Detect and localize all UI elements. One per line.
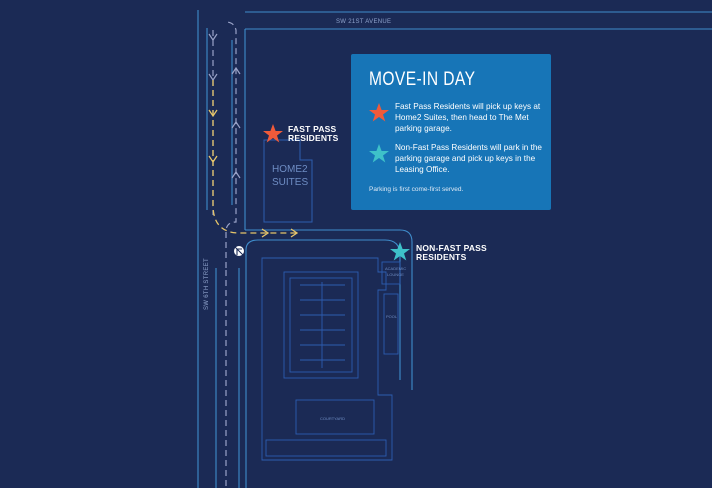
legend-footnote: Parking is first come-first served.: [369, 186, 464, 193]
no-right-turn-icon: [233, 245, 245, 257]
move-in-legend-panel: MOVE-IN DAY Fast Pass Residents will pic…: [351, 54, 551, 210]
pool-label: POOL: [386, 314, 398, 319]
courtyard-label: COURTYARD: [320, 416, 345, 421]
non-fast-pass-label-line2: RESIDENTS: [416, 252, 467, 262]
academic-lounge-label-line1: ACADEMIC: [385, 266, 406, 271]
fast-pass-label-line2: RESIDENTS: [288, 133, 339, 143]
legend-fast-pass-text: Fast Pass Residents will pick up keys at…: [395, 102, 541, 133]
home2-suites-building: HOME2 SUITES: [263, 139, 313, 223]
fast-pass-label-line1: FAST PASS: [288, 124, 337, 134]
hotel-label-line2: SUITES: [272, 177, 308, 188]
academic-lounge-label-line2: LOUNGE: [387, 272, 404, 277]
yellow-route-arrowheads: [208, 109, 299, 238]
road-network: [197, 10, 712, 488]
residence-complex: COURTYARD ACADEMIC LOUNGE POOL: [261, 257, 406, 461]
legend-non-fast-pass-text: Non-Fast Pass Residents will park in the…: [395, 143, 542, 174]
legend-non-fast-pass-star-icon: [369, 144, 389, 163]
yellow-route: [212, 80, 296, 234]
top-avenue-label: SW 21ST AVENUE: [336, 19, 391, 25]
legend-title: MOVE-IN DAY: [369, 69, 476, 90]
hotel-label-line1: HOME2: [272, 164, 308, 175]
non-fast-pass-label-line1: NON-FAST PASS: [416, 243, 487, 253]
legend-fast-pass-star-icon: [369, 103, 389, 122]
non-fast-pass-star-icon: [390, 242, 410, 261]
non-fast-pass-marker-label: NON-FAST PASS RESIDENTS: [416, 244, 487, 262]
gray-route-arrowheads: [208, 33, 241, 179]
fast-pass-marker-label: FAST PASS RESIDENTS: [288, 125, 338, 143]
left-street-label: SW 6TH STREET: [204, 258, 210, 310]
fast-pass-star-icon: [263, 124, 283, 143]
